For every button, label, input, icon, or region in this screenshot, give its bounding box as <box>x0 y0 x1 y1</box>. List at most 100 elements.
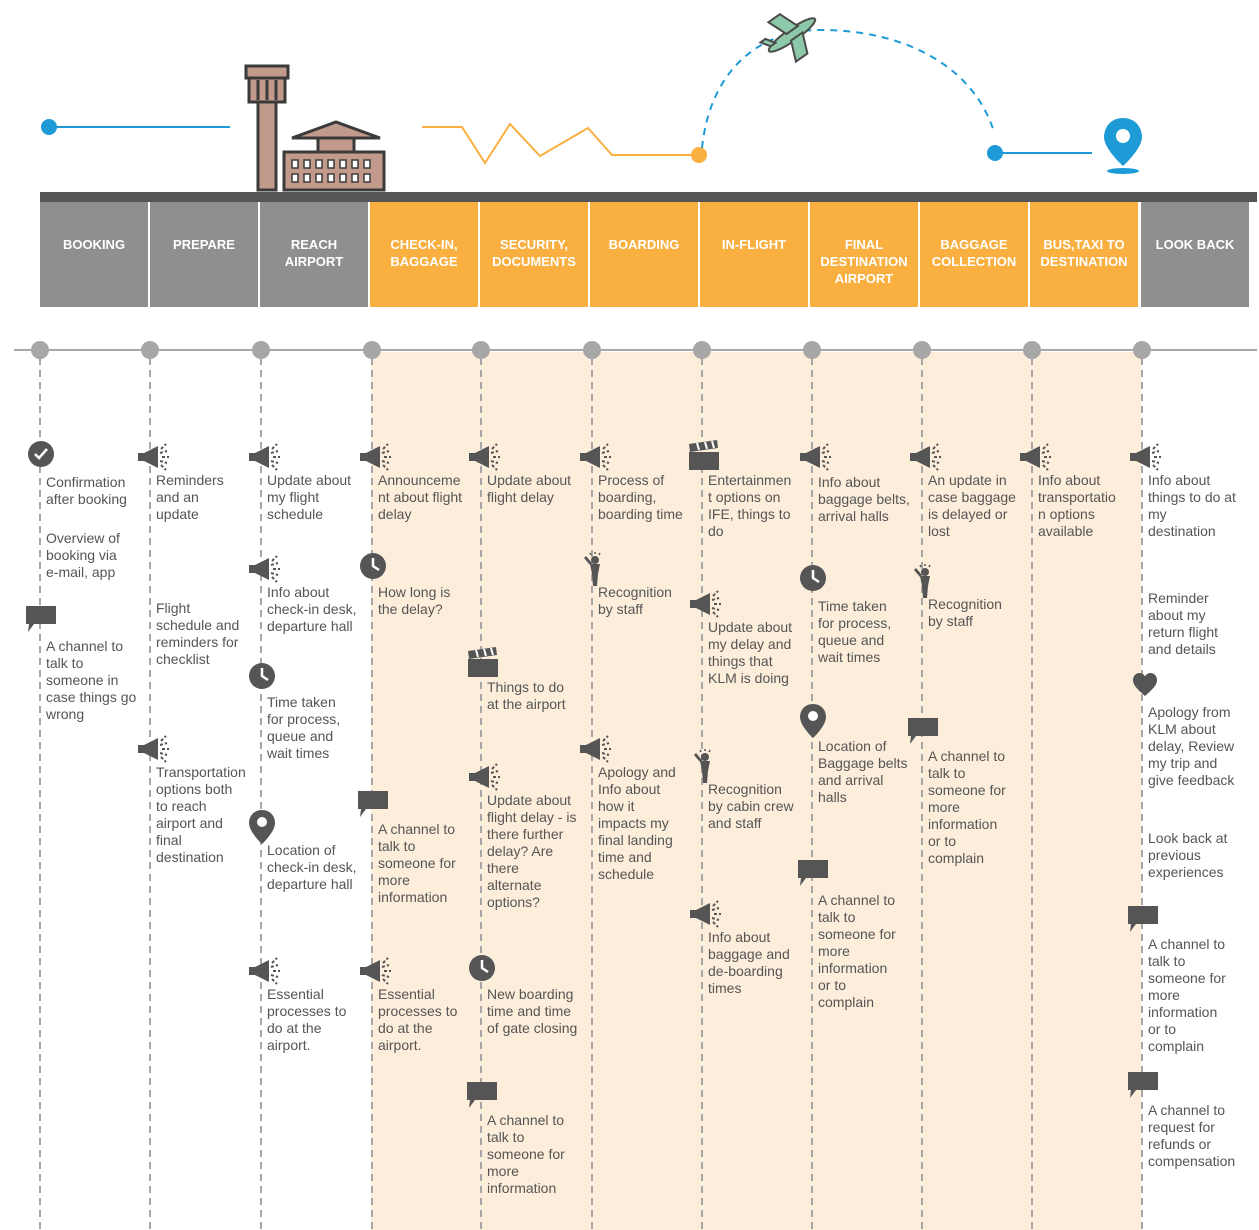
timeline-dot <box>1133 341 1151 359</box>
clapperboard-icon <box>688 440 722 474</box>
stage-header-final-destination-airport: FINAL DESTINATION AIRPORT <box>810 202 918 307</box>
check-icon <box>27 440 61 474</box>
chat-icon <box>1128 904 1162 938</box>
flight-path <box>701 28 995 149</box>
start-dot <box>41 119 57 135</box>
megaphone-icon <box>247 954 281 988</box>
megaphone-icon <box>136 732 170 766</box>
touchpoint-text: Info about baggage belts, arrival halls <box>818 474 910 524</box>
megaphone-icon <box>136 440 170 474</box>
touchpoint-text: Transportation options both to reach air… <box>156 764 246 865</box>
timeline-dot <box>363 341 381 359</box>
control-tower-icon <box>244 64 386 192</box>
megaphone-icon <box>1018 440 1052 474</box>
touchpoint-text: A channel to talk to someone in case thi… <box>46 638 137 722</box>
staff-icon <box>908 564 942 598</box>
touchpoint-text: A channel to talk to someone for more in… <box>928 748 1006 866</box>
megaphone-icon <box>1128 440 1162 474</box>
touchpoint-text: Location of Baggage belts and arrival ha… <box>818 738 908 805</box>
stage-header-baggage-collection: BAGGAGE COLLECTION <box>920 202 1028 307</box>
touchpoint-text: Flight schedule and reminders for checkl… <box>156 600 240 667</box>
clapperboard-icon <box>467 647 501 681</box>
timeline-dot <box>141 341 159 359</box>
chat-icon <box>908 716 942 750</box>
touchpoint-text: A channel to talk to someone for more in… <box>1148 936 1226 1054</box>
stage-header-in-flight: IN-FLIGHT <box>700 202 808 307</box>
megaphone-icon <box>358 440 392 474</box>
touchpoint-text: Update about my delay and things that KL… <box>708 619 793 686</box>
airplane-icon <box>758 12 817 64</box>
touchpoint-text: How long is the delay? <box>378 584 451 617</box>
timeline-dot <box>693 341 711 359</box>
clock-icon <box>468 954 502 988</box>
touchpoint-text: Info about things to do at my destinatio… <box>1148 472 1236 539</box>
touchpoint-text: A channel to talk to someone for more in… <box>487 1112 565 1196</box>
touchpoint-text: Info about transportatio n options avail… <box>1038 472 1116 539</box>
touchpoint-text: Recognition by staff <box>928 596 1002 629</box>
stage-header-reach-airport: REACH AIRPORT <box>260 202 368 307</box>
stage-header-security-documents: SECURITY, DOCUMENTS <box>480 202 588 307</box>
megaphone-icon <box>908 440 942 474</box>
touchpoint-text: Info about baggage and de-boarding times <box>708 929 790 996</box>
stage-header-bus-taxi-to-destination: BUS,TAXI TO DESTINATION <box>1030 202 1138 307</box>
timeline-dot <box>31 341 49 359</box>
timeline-dot <box>472 341 490 359</box>
megaphone-icon <box>798 440 832 474</box>
chat-icon <box>467 1080 501 1114</box>
touchpoint-text: A channel to request for refunds or comp… <box>1148 1102 1236 1169</box>
stage-header-boarding: BOARDING <box>590 202 698 307</box>
touchpoint-text: Update about my flight schedule <box>267 472 352 522</box>
delay-highlight-band <box>371 352 1141 1230</box>
megaphone-icon <box>578 732 612 766</box>
touchpoint-text: Info about check-in desk, departure hall <box>267 584 357 634</box>
chat-icon <box>358 789 392 823</box>
destination-pin-icon <box>1104 118 1142 174</box>
megaphone-icon <box>247 440 281 474</box>
touchpoint-text: Process of boarding, boarding time <box>598 472 683 522</box>
touchpoint-text: Overview of booking via e-mail, app <box>46 530 120 580</box>
touchpoint-text: Things to do at the airport <box>487 679 566 712</box>
megaphone-icon <box>467 760 501 794</box>
megaphone-icon <box>578 440 612 474</box>
stage-header-check-in-baggage: CHECK-IN, BAGGAGE <box>370 202 478 307</box>
touchpoint-text: Recognition by staff <box>598 584 672 617</box>
touchpoint-text: Announceme nt about flight delay <box>378 472 463 522</box>
touchpoint-text: Essential processes to do at the airport… <box>267 986 347 1053</box>
stage-header-booking: BOOKING <box>40 202 148 307</box>
touchpoint-text: Essential processes to do at the airport… <box>378 986 458 1053</box>
staff-icon <box>688 749 722 783</box>
touchpoint-text: Location of check-in desk, departure hal… <box>267 842 357 892</box>
touchpoint-text: A channel to talk to someone for more in… <box>378 821 456 905</box>
megaphone-icon <box>467 440 501 474</box>
timeline-dot <box>583 341 601 359</box>
touchpoint-text: Time taken for process, queue and wait t… <box>818 598 892 665</box>
touchpoint-text: Reminder about my return flight and deta… <box>1148 590 1219 657</box>
touchpoint-text: Apology and Info about how it impacts my… <box>598 764 676 882</box>
timeline-dot <box>913 341 931 359</box>
touchpoint-text: Confirmation after booking <box>46 474 127 507</box>
chat-icon <box>26 604 60 638</box>
timeline-dot <box>252 341 270 359</box>
takeoff-dot <box>691 147 707 163</box>
timeline-dot <box>803 341 821 359</box>
touchpoint-text: Update about flight delay - is there fur… <box>487 792 577 910</box>
megaphone-icon <box>358 954 392 988</box>
stage-header-prepare: PREPARE <box>150 202 258 307</box>
clock-icon <box>359 552 393 586</box>
journey-illustration <box>41 12 1142 192</box>
clock-icon <box>248 662 282 696</box>
heart-icon <box>1132 672 1166 706</box>
megaphone-icon <box>247 552 281 586</box>
touchpoint-text: Apology from KLM about delay, Review my … <box>1148 704 1235 788</box>
touchpoint-text: An update in case baggage is delayed or … <box>928 472 1016 539</box>
staff-icon <box>578 552 612 586</box>
stage-header-look-back: LOOK BACK <box>1141 202 1249 307</box>
runway-bar <box>40 192 1257 202</box>
chat-icon <box>1128 1070 1162 1104</box>
location-pin-icon <box>799 704 833 738</box>
touchpoint-text: Time taken for process, queue and wait t… <box>267 694 341 761</box>
touchpoint-text: Update about flight delay <box>487 472 572 505</box>
timeline-marks <box>31 341 1151 1230</box>
